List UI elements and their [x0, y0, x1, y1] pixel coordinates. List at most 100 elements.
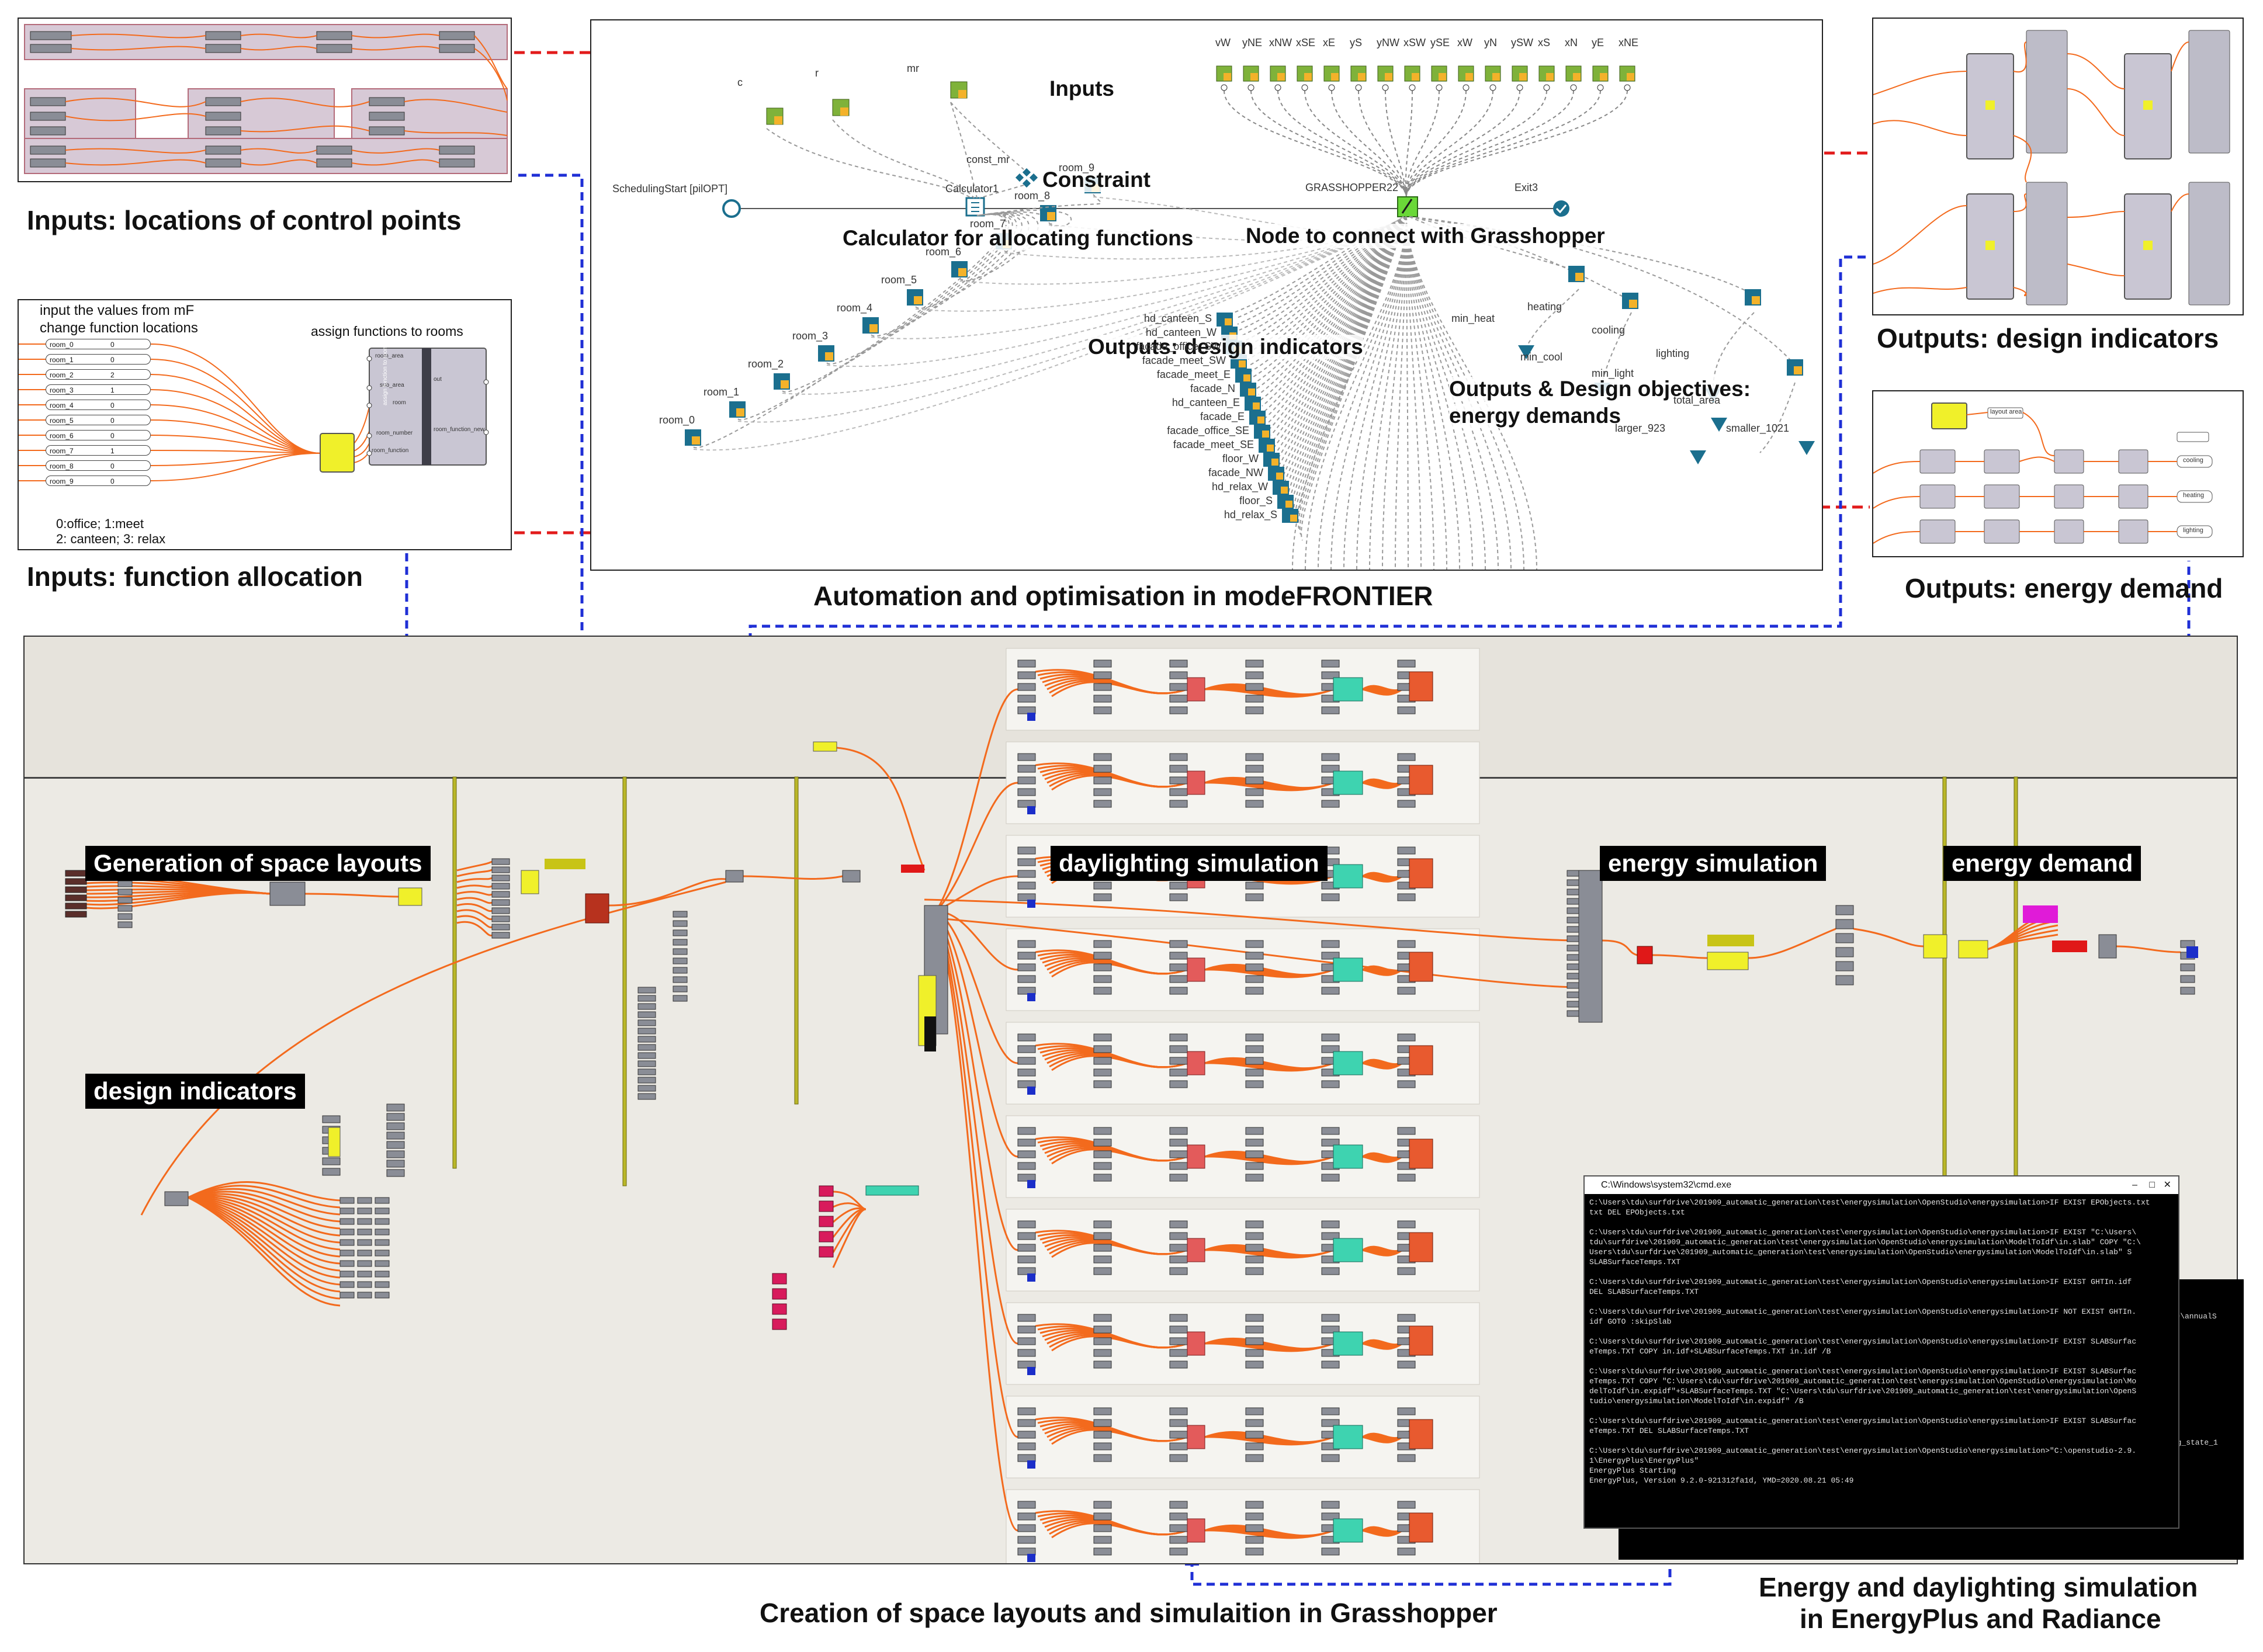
energy-total-area: total_area [1673, 394, 1721, 406]
param-mr: mr [907, 63, 919, 74]
room-input-label: room_4 [50, 401, 74, 409]
energy-demand-panel: layout area cooling heating lighting [1872, 390, 2244, 557]
minimize-icon[interactable]: – [2132, 1180, 2137, 1190]
room-input-value: 0 [110, 341, 115, 349]
room-input-label: room_8 [50, 462, 74, 470]
cmd-titlebar[interactable]: C:\Windows\system32\cmd.exe – □ ✕ [1585, 1176, 2178, 1195]
mf-room-label: room_8 [1014, 190, 1051, 202]
design-indicators-panel [1872, 18, 2244, 315]
mf-indicator-label: facade_meet_SE [1173, 439, 1254, 450]
gh-label-generation: Generation of space layouts [85, 846, 431, 881]
param-r: r [815, 67, 819, 79]
cmd-output: C:\Users\tdu\surfdrive\201909_automatic_… [1585, 1194, 2178, 1528]
mf-input-label: yS [1350, 37, 1363, 48]
mf-input-label: xE [1323, 37, 1336, 48]
maximize-icon[interactable]: □ [2149, 1180, 2155, 1190]
input-room-area: room_area [375, 353, 404, 359]
room-input-5[interactable]: room_5 0 [46, 415, 151, 425]
gh-label-daylighting: daylighting simulation [1051, 846, 1328, 881]
mf-input-label: ySW [1511, 37, 1533, 48]
mf-indicator-label: facade_office_SW [1136, 341, 1221, 352]
room-input-0[interactable]: room_0 0 [46, 339, 151, 349]
assign-label: assign functions to rooms [311, 324, 463, 339]
energy-heating: heating [1527, 301, 1562, 313]
mf-input-label: ySE [1430, 37, 1450, 48]
room-input-6[interactable]: room_6 0 [46, 430, 151, 440]
room-input-label: room_5 [50, 417, 74, 425]
mf-label-outputs-indicators: Outputs: design indicators [1088, 335, 1363, 359]
room-input-label: room_6 [50, 432, 74, 440]
mf-indicator-label: floor_W [1222, 453, 1259, 464]
mf-indicator-label: hd_canteen_W [1145, 327, 1217, 338]
room-input-value: 1 [110, 447, 115, 455]
cmd-back-fragment-2: ing_state_1 [2168, 1438, 2218, 1447]
close-icon[interactable]: ✕ [2163, 1180, 2171, 1190]
design-indicators-graph [1873, 30, 2230, 306]
energy-demand-graph [1873, 402, 2213, 544]
room-input-label: room_1 [50, 356, 74, 364]
param-c: c [737, 77, 743, 88]
mf-label-inputs: Inputs [1049, 77, 1114, 101]
mf-indicator-label: facade_meet_SW [1142, 355, 1226, 366]
energy-min-light: min_light [1592, 367, 1634, 379]
energy-smaller: smaller_1021 [1726, 422, 1790, 434]
mf-indicator-label: facade_NW [1208, 467, 1263, 478]
const-mr: const_mr [966, 154, 1010, 165]
room-input-8[interactable]: room_8 0 [46, 460, 151, 471]
mf-input-label: yE [1592, 37, 1604, 48]
mf-label-calculator: Calculator for allocating functions [843, 226, 1194, 251]
mf-indicator-label: hd_canteen_S [1143, 313, 1212, 324]
mf-room-label: room_6 [926, 246, 962, 258]
room-input-value: 0 [110, 417, 115, 425]
gh-label-energy-demand: energy demand [1943, 846, 2141, 881]
mf-input-label: yNW [1377, 37, 1399, 48]
mf-input-label: yN [1484, 37, 1497, 48]
legend-2: 2: canteen; 3: relax [56, 532, 166, 546]
yellow-cluster-node [320, 433, 355, 473]
input-room-number: room_number [376, 430, 413, 436]
energy-out-lighting: lighting [2183, 527, 2203, 534]
function-header-1: input the values from mF [40, 303, 195, 318]
cmd-window[interactable]: C:\Windows\system32\cmd.exe – □ ✕ C:\Use… [1583, 1175, 2179, 1529]
mf-label-outputs-objectives-1: Outputs & Design objectives: [1449, 377, 1751, 401]
input-sub-area: sub_area [380, 382, 404, 388]
energy-min-cool: min_cool [1520, 351, 1563, 363]
energy-out-heating: heating [2183, 492, 2205, 499]
caption-outputs-design: Outputs: design indicators [1877, 323, 2219, 353]
mf-graph [685, 65, 1815, 570]
control-points-graph [24, 24, 508, 174]
output-out: out [434, 376, 442, 383]
mf-label-outputs-objectives-2: energy demands [1449, 404, 1621, 428]
caption-energy-daylight-1: Energy and daylighting simulation [1759, 1572, 2198, 1602]
mf-room-label: room_2 [748, 358, 784, 370]
legend-1: 0:office; 1:meet [56, 516, 144, 531]
room-input-label: room_0 [50, 341, 74, 349]
mf-input-label: vW [1215, 37, 1231, 48]
mf-input-label: xNE [1619, 37, 1639, 48]
mf-room-label: room_4 [837, 302, 873, 314]
mf-indicator-label: hd_relax_W [1211, 481, 1268, 492]
caption-energy-daylight-2: in EnergyPlus and Radiance [1800, 1604, 2161, 1634]
mf-room-label: room_1 [703, 386, 740, 398]
mf-input-label: xW [1457, 37, 1472, 48]
mf-indicator-label: facade_E [1200, 411, 1245, 422]
room-input-value: 0 [110, 432, 115, 440]
energy-larger: larger_923 [1615, 422, 1666, 434]
exit-node-name: Exit3 [1515, 182, 1538, 193]
mf-indicator-label: facade_N [1190, 383, 1235, 394]
function-header-2: change function locations [40, 320, 198, 336]
gh-node-name: GRASSHOPPER22 [1305, 182, 1399, 193]
mf-input-label: yNE [1242, 37, 1263, 48]
mf-room-label: room_3 [792, 330, 829, 342]
function-allocation-panel: input the values from mF change function… [18, 299, 512, 550]
mf-input-label: xNW [1269, 37, 1292, 48]
room-input-value: 0 [110, 462, 115, 470]
room-input-label: room_3 [50, 386, 74, 394]
